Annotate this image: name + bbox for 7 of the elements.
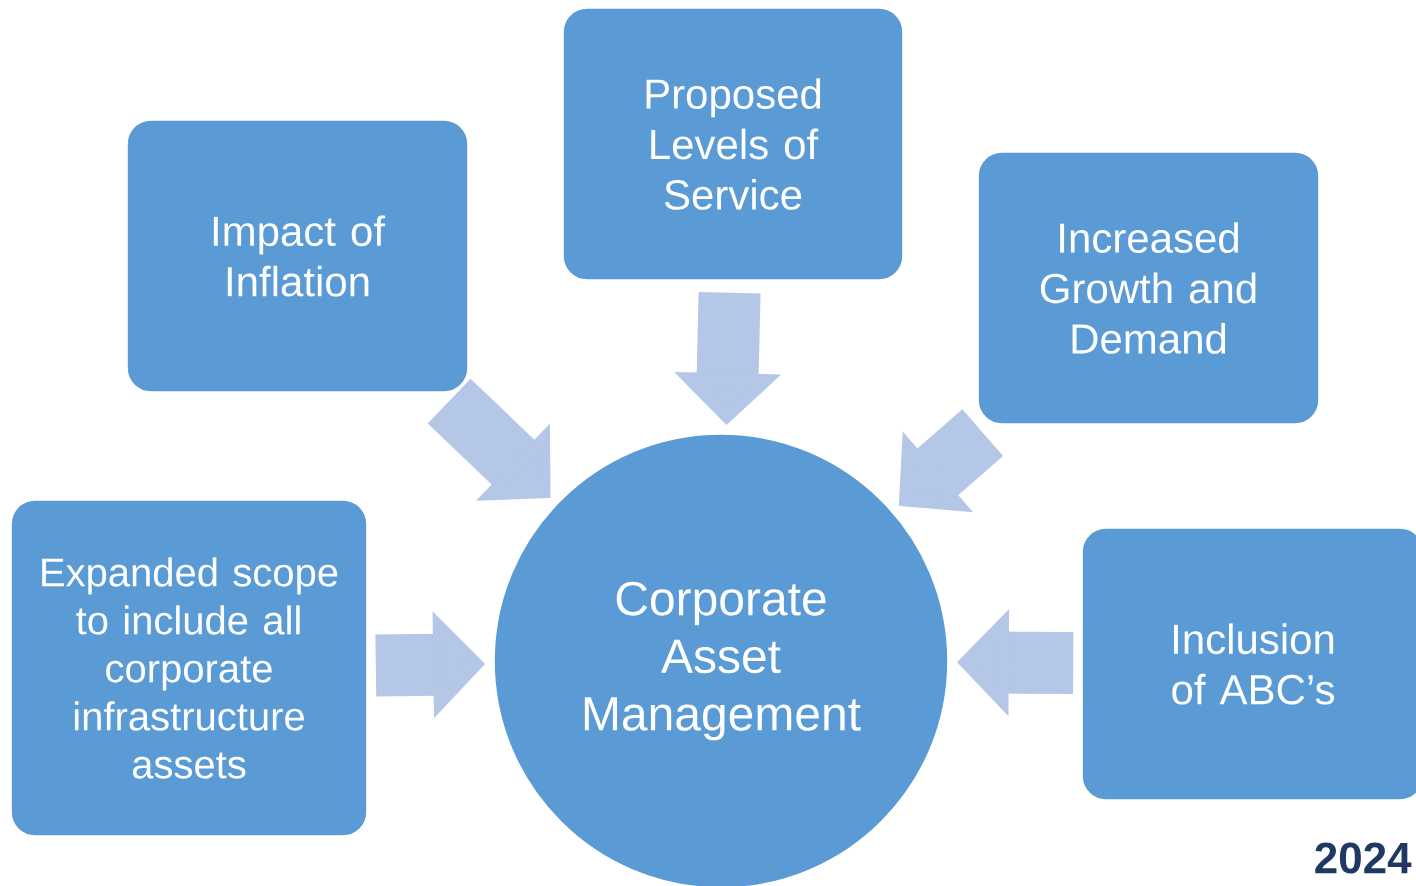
block-arrow: [427, 378, 551, 501]
process-box: Inclusion of ABC’s: [1081, 527, 1416, 801]
process-box: Expanded scope to include all corporate infrastructure assets: [10, 499, 368, 837]
process-box: Impact of Inflation: [126, 119, 469, 393]
process-box: Increased Growth and Demand: [977, 151, 1320, 425]
process-box: Proposed Levels of Service: [562, 7, 904, 281]
year-label: 2024: [1315, 842, 1412, 874]
